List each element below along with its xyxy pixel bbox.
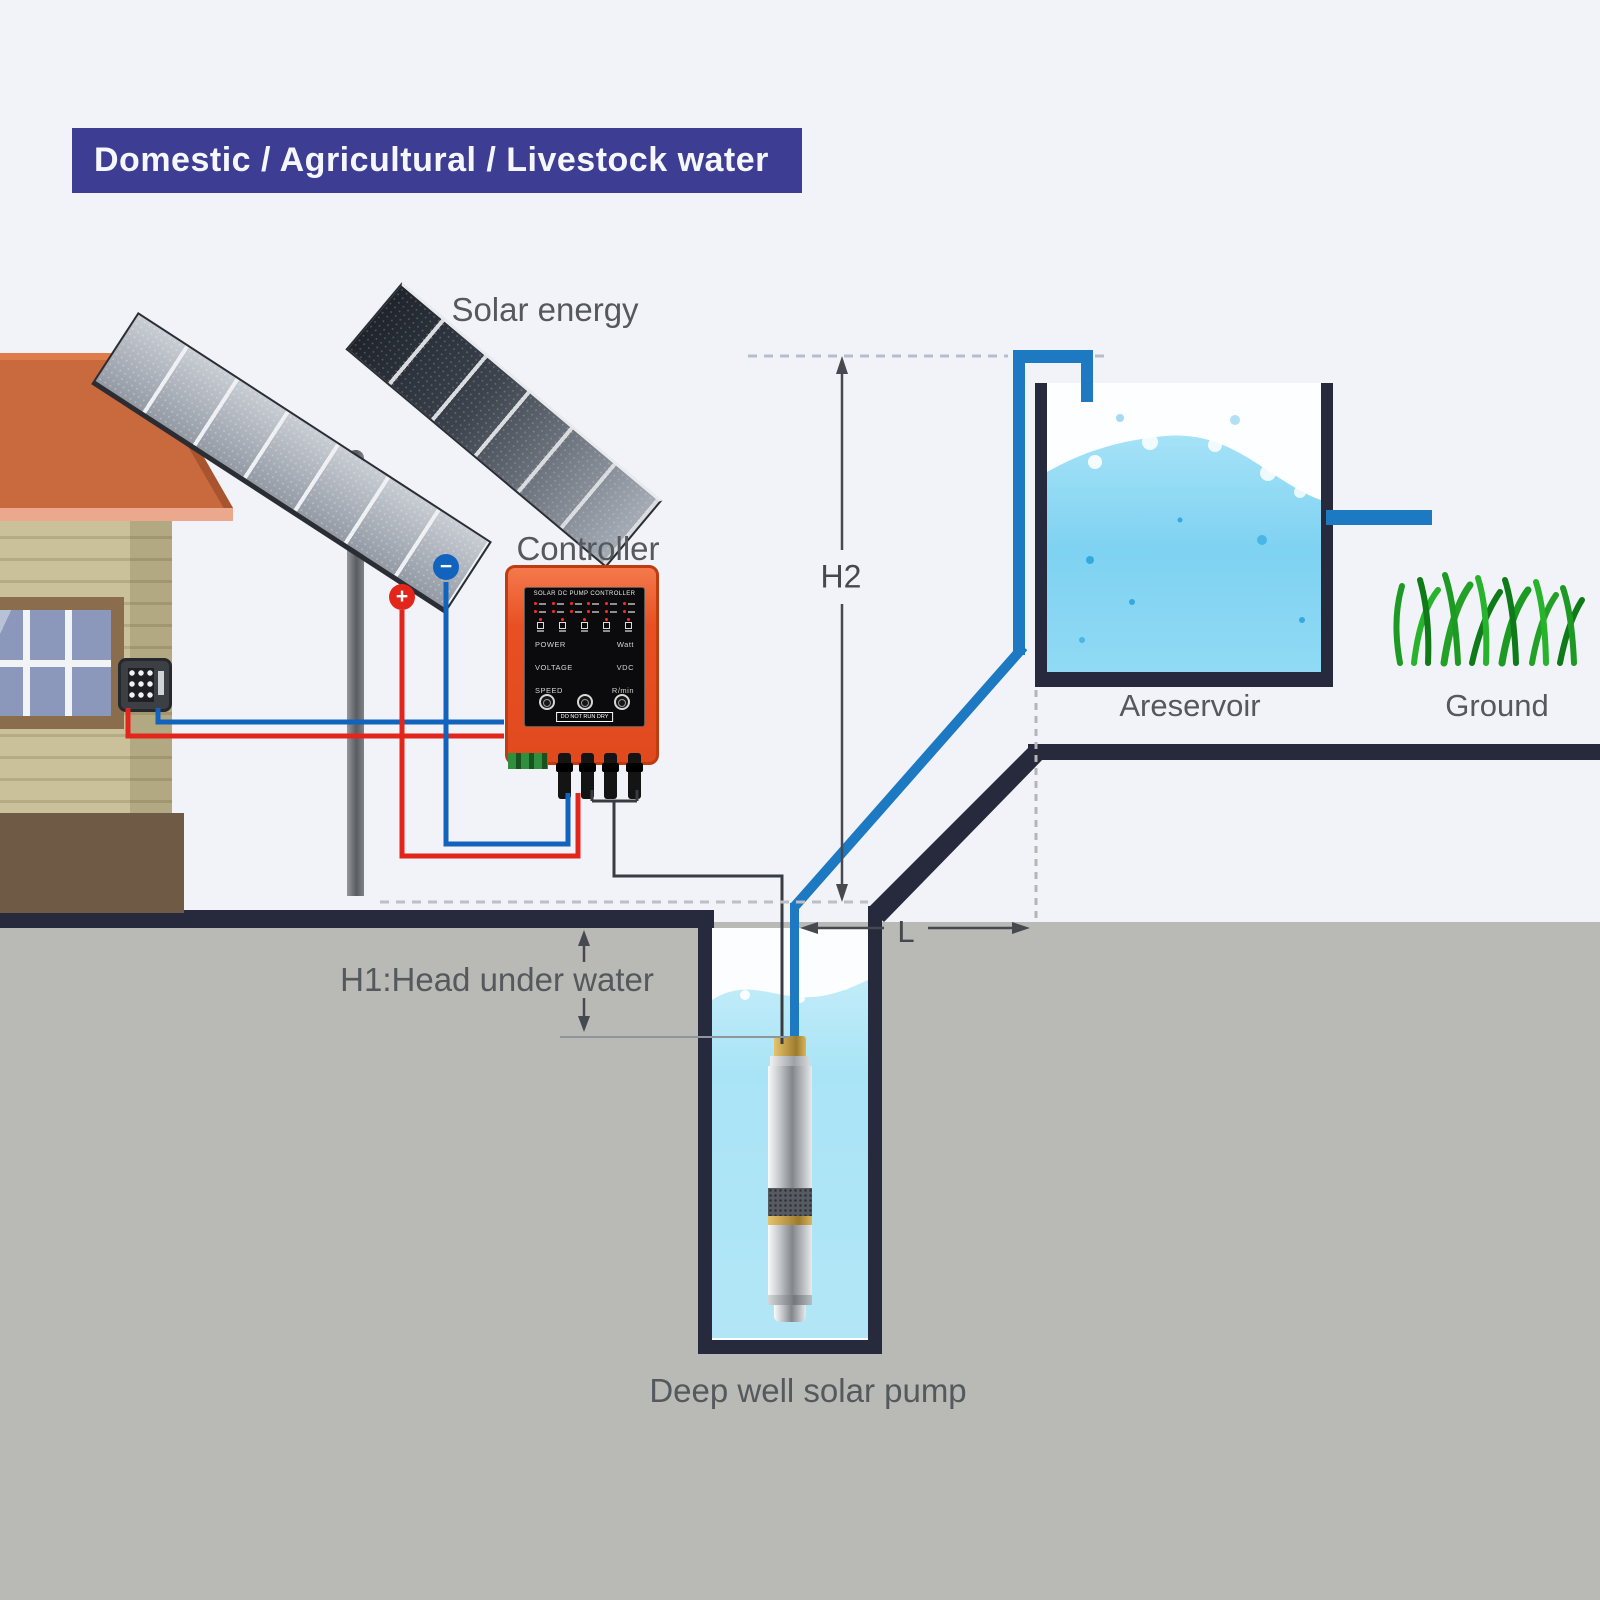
led-indicator: [570, 602, 582, 605]
reservoir-water: [1047, 428, 1321, 672]
pump-body-lower: [768, 1225, 812, 1295]
pump-body-upper: [768, 1066, 812, 1188]
well-wall-right: [868, 906, 882, 1354]
metric-label: VOLTAGE: [535, 663, 573, 672]
status-icon: [581, 618, 588, 632]
label-h2: H2: [820, 558, 862, 595]
led-indicator: [534, 610, 546, 613]
metric-label: POWER: [535, 640, 566, 649]
pump-collar: [770, 1056, 810, 1068]
controller-knob: [539, 694, 555, 710]
label-ground: Ground: [1445, 688, 1549, 723]
wall-control-box: [118, 658, 172, 712]
reservoir-wall-left: [1035, 383, 1047, 687]
status-icon-row: [537, 618, 632, 632]
label-controller: Controller: [516, 530, 660, 567]
led-row-2: [534, 610, 635, 613]
title-banner: Domestic / Agricultural / Livestock wate…: [72, 128, 802, 193]
metric-row-power: POWER Watt: [535, 640, 634, 649]
metric-unit: Watt: [616, 640, 634, 649]
ground-surface-right: [1028, 744, 1600, 760]
controller-knob: [614, 694, 630, 710]
label-reservoir: Areservoir: [1119, 688, 1261, 723]
grass: [1393, 572, 1585, 667]
panel-pole: [347, 450, 364, 896]
pipe-diagonal: [791, 643, 1028, 910]
keypad-slot: [158, 671, 164, 695]
pump-end-ring: [768, 1295, 812, 1305]
mc4-connector: [556, 753, 573, 799]
status-icon: [603, 618, 610, 632]
pump-foot: [774, 1305, 806, 1322]
controller-knob: [576, 694, 593, 710]
pump-controller: SOLAR DC PUMP CONTROLLER POWER Watt VOLT…: [505, 565, 659, 799]
banner-title: Domestic / Agricultural / Livestock wate…: [94, 141, 769, 179]
pump-gold-band: [768, 1216, 812, 1225]
mc4-connector: [602, 753, 619, 799]
status-icon: [559, 618, 566, 632]
led-indicator: [570, 610, 582, 613]
led-indicator: [587, 610, 599, 613]
led-indicator: [552, 602, 564, 605]
tank-outlet-pipe: [1326, 510, 1432, 525]
led-indicator: [552, 610, 564, 613]
led-indicator: [623, 602, 635, 605]
metric-unit: R/min: [611, 686, 634, 695]
label-solar-energy: Solar energy: [451, 291, 639, 328]
label-h1: H1:Head under water: [340, 961, 654, 998]
terminal-block: [508, 753, 548, 769]
house-foundation: [0, 813, 184, 913]
label-l: L: [897, 914, 915, 949]
led-indicator: [605, 602, 617, 605]
negative-terminal-badge: −: [433, 554, 459, 580]
reservoir-bottom: [1035, 672, 1333, 687]
pump-brass-head: [774, 1036, 806, 1058]
pump-intake-screen: [768, 1188, 812, 1216]
house-window: [0, 597, 124, 729]
status-icon: [537, 618, 544, 632]
label-deep-well-pump: Deep well solar pump: [649, 1372, 967, 1409]
pipe-tank-inlet: [1081, 350, 1093, 402]
ground-surface-left: [0, 910, 714, 928]
led-indicator: [623, 610, 635, 613]
led-indicator: [534, 602, 546, 605]
h2-dimension-arrow: [836, 356, 848, 902]
controller-knob-row: [539, 694, 630, 710]
metric-unit: VDC: [616, 663, 634, 672]
led-indicator: [587, 602, 599, 605]
positive-terminal-badge: +: [389, 584, 415, 610]
pipe-top-run: [1013, 350, 1093, 363]
led-indicator: [605, 610, 617, 613]
reservoir-wall-right: [1321, 383, 1333, 687]
well-wall-left: [698, 910, 712, 1354]
run-dry-warning: DO NOT RUN DRY: [555, 712, 614, 722]
ground-slope-band: [868, 744, 1046, 922]
metric-row-voltage: VOLTAGE VDC: [535, 663, 634, 672]
mc4-connector: [626, 753, 643, 799]
pump-outlet-pipe: [790, 903, 799, 1045]
status-icon: [625, 618, 632, 632]
pipe-riser: [1013, 350, 1025, 655]
led-row-1: [534, 602, 635, 605]
mc4-connector: [579, 753, 596, 799]
keypad-buttons: [128, 668, 154, 702]
controller-faceplate: SOLAR DC PUMP CONTROLLER POWER Watt VOLT…: [524, 587, 645, 727]
well-bottom: [698, 1338, 882, 1354]
controller-title: SOLAR DC PUMP CONTROLLER: [533, 591, 636, 597]
deep-well-pump: [766, 1036, 814, 1322]
